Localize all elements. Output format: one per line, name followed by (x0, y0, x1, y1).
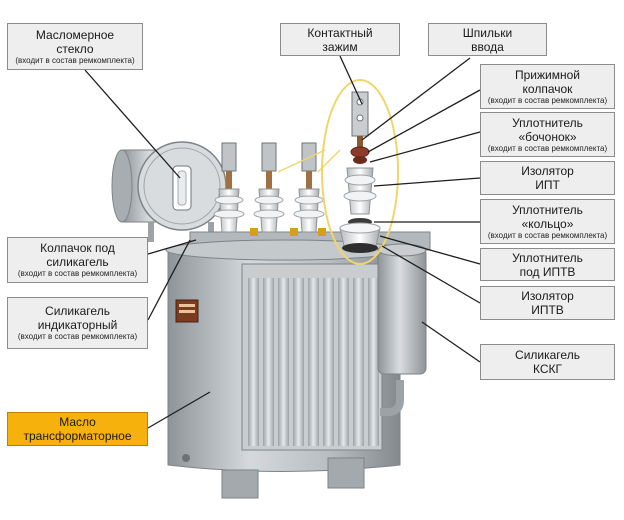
callout-ring-seal: Уплотнитель «кольцо» (входит в состав ре… (480, 199, 615, 244)
callout-barrel-seal-line2: «бочонок» (518, 129, 577, 144)
callout-pressure-cap-line2: колпачок (522, 81, 573, 96)
iptv-seal (342, 243, 378, 253)
stud (357, 136, 363, 148)
callout-silica-kskg-line1: Силикагель (515, 348, 580, 362)
callout-silica-cap-line1: Колпачок под (40, 241, 115, 255)
callout-contact-clamp: Контактный зажим (280, 23, 400, 56)
callout-studs-line2: ввода (471, 39, 504, 54)
callout-barrel-seal-note: (входит в состав ремкомплекта) (487, 143, 608, 153)
bushings (213, 142, 326, 236)
callout-silica-indicator: Силикагель индикаторный (входит в состав… (7, 297, 148, 349)
callout-iptv-seal-line2: под ИПТВ (519, 264, 576, 279)
callout-sight-glass-note: (входит в состав ремкомплекта) (15, 55, 135, 65)
callout-pressure-cap-line1: Прижимной (515, 67, 580, 82)
callout-barrel-seal: Уплотнитель «бочонок» (входит в состав р… (480, 112, 615, 157)
callout-sight-glass-line1: Масломерное (35, 27, 115, 42)
callout-silica-cap-line2: силикагель (46, 255, 109, 269)
callout-iptv-seal-line1: Уплотнитель (512, 250, 583, 265)
bushing-2 (253, 142, 285, 233)
skid-right (327, 457, 365, 489)
callout-silica-indicator-line2: индикаторный (37, 318, 118, 332)
callout-ring-seal-line1: Уплотнитель (512, 202, 583, 217)
callout-iptv-seal: Уплотнитель под ИПТВ (480, 248, 615, 281)
leader-lines (84, 55, 481, 429)
callout-transformer-oil-line2: трансформаторное (23, 429, 132, 443)
callout-silica-indicator-line1: Силикагель (45, 304, 110, 318)
exploded-bushing (339, 91, 381, 253)
highlight-outlines (277, 79, 399, 265)
pressure-cap (350, 146, 370, 158)
callout-iptv-insulator-line1: Изолятор (521, 289, 574, 303)
radiator (241, 263, 383, 451)
callout-sight-glass: Масломерное стекло (входит в состав ремк… (7, 23, 143, 70)
callout-sight-glass-line2: стекло (56, 41, 94, 56)
callout-contact-clamp-line2: зажим (322, 39, 358, 54)
callout-ipt-insulator-line2: ИПТ (535, 178, 560, 192)
callout-transformer-oil-line1: Масло (59, 415, 96, 429)
callout-silica-indicator-note: (входит в состав ремкомплекта) (17, 332, 138, 341)
dryer-cylinder (377, 243, 427, 416)
callout-silica-cap: Колпачок под силикагель (входит в состав… (7, 237, 148, 283)
callout-iptv-insulator: Изолятор ИПТВ (480, 286, 615, 320)
callout-barrel-seal-line1: Уплотнитель (512, 115, 583, 130)
skid-left (221, 469, 259, 499)
callout-pressure-cap-note: (входит в состав ремкомплекта) (487, 95, 608, 105)
callout-iptv-insulator-line2: ИПТВ (531, 303, 564, 317)
bushing-1 (213, 142, 245, 233)
callout-transformer-oil: Масло трансформаторное (7, 412, 148, 446)
callout-ring-seal-line2: «кольцо» (521, 216, 574, 231)
callout-contact-clamp-line1: Контактный (307, 25, 373, 40)
callout-pressure-cap: Прижимной колпачок (входит в состав ремк… (480, 64, 615, 109)
callout-ring-seal-note: (входит в состав ремкомплекта) (487, 230, 608, 240)
callout-studs-line1: Шпильки (462, 25, 513, 40)
bushing-3 (293, 142, 325, 233)
callout-ipt-insulator: Изолятор ИПТ (480, 161, 615, 195)
callout-silica-kskg-line2: КСКГ (532, 362, 562, 376)
conservator-tank (111, 141, 227, 242)
callout-studs: Шпильки ввода (428, 23, 547, 56)
callout-ipt-insulator-line1: Изолятор (521, 164, 574, 178)
callout-silica-cap-note: (входит в состав ремкомплекта) (17, 269, 138, 278)
callout-silica-kskg: Силикагель КСКГ (480, 344, 615, 380)
